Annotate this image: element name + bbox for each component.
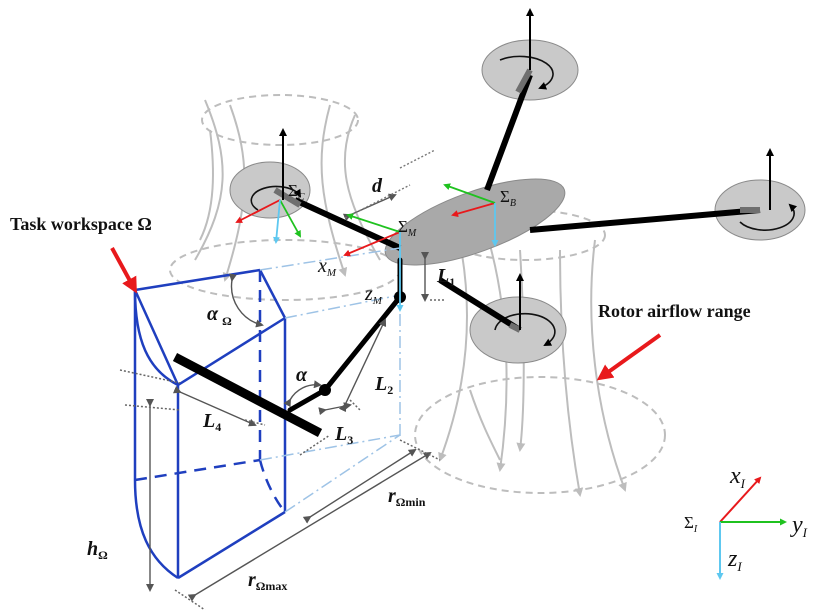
l3-label: L3 (334, 423, 353, 447)
frame-sigma-c (235, 199, 301, 244)
sigma-c-label: ΣC (288, 181, 305, 203)
sigma-i-label: ΣI (684, 513, 698, 535)
rotation-arrows (250, 55, 798, 346)
dimension-lines (146, 149, 436, 602)
y-i-label: yI (790, 512, 808, 540)
sigma-m-label: ΣM (398, 217, 417, 239)
l1-label: L1 (436, 265, 455, 289)
extension-lines (119, 299, 445, 610)
frame-sigma-b (443, 183, 499, 247)
alpha-label: α (296, 364, 308, 386)
z-i-label: zI (727, 546, 742, 574)
x-i-label: xI (729, 463, 746, 491)
sigma-b-label: ΣB (500, 187, 516, 209)
r-omega-max-label: rΩmax (248, 569, 287, 593)
airflow-funnels (169, 94, 666, 497)
rotor-hubs (273, 68, 760, 333)
l2-label: L2 (374, 373, 393, 397)
r-omega-min-label: rΩmin (388, 485, 426, 509)
d-label: d (372, 175, 383, 197)
drone-arms (293, 73, 761, 333)
rotor-airflow-label: Rotor airflow range (598, 301, 751, 321)
x-m-label: xM (317, 255, 337, 279)
task-workspace-label: Task workspace Ω (10, 214, 152, 234)
rotor-disc-c (229, 161, 311, 219)
frame-sigma-i (716, 476, 787, 580)
l4-label: L4 (202, 410, 221, 434)
airflow-pointer-arrow (596, 333, 662, 381)
frame-sigma-m (343, 213, 404, 312)
joint-2 (319, 384, 331, 396)
h-omega-label: hΩ (87, 538, 108, 562)
z-m-label: zM (364, 283, 383, 307)
workspace-pointer-arrow (110, 247, 137, 294)
rotor-shafts (279, 8, 774, 330)
center-body (384, 178, 566, 266)
